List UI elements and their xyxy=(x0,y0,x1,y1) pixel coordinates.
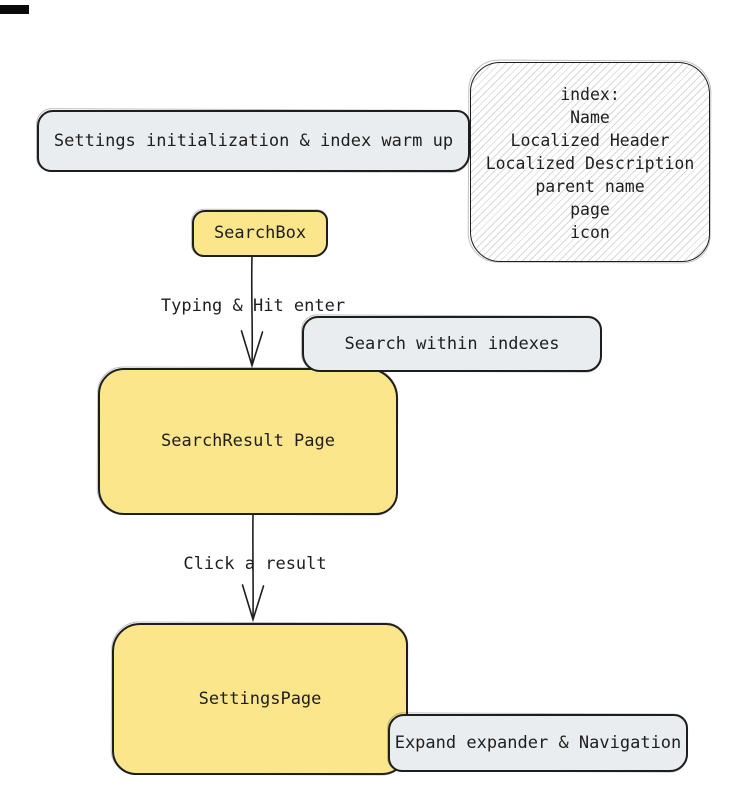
node-label: Search within indexes xyxy=(344,333,560,354)
screen-artifact-mark xyxy=(0,5,29,14)
edge-label-typing-hit-enter: Typing & Hit enter xyxy=(160,296,346,316)
index-note-line: page xyxy=(570,199,610,219)
arrow-typing-head xyxy=(240,330,264,369)
node-label: Expand expander & Navigation xyxy=(394,732,682,753)
node-label: SearchResult Page xyxy=(161,431,335,452)
index-note-line: parent name xyxy=(535,176,645,196)
node-searchresult-page: SearchResult Page xyxy=(98,368,398,515)
node-label: SearchBox xyxy=(213,223,307,244)
node-label: SettingsPage xyxy=(198,688,322,709)
node-label: Settings initialization & index warm up xyxy=(53,130,454,151)
arrow-click-head xyxy=(241,584,265,623)
node-index-fields-note: index: Name Localized Header Localized D… xyxy=(470,62,710,262)
node-settings-initialization: Settings initialization & index warm up xyxy=(37,110,470,172)
node-expand-expander-navigation: Expand expander & Navigation xyxy=(388,714,688,772)
index-note-line: Localized Header xyxy=(510,130,670,150)
index-note-line: Name xyxy=(570,107,610,127)
index-note-line: icon xyxy=(570,222,610,242)
index-note-line: index: xyxy=(560,84,620,104)
node-search-within-indexes: Search within indexes xyxy=(302,316,602,372)
node-settingspage: SettingsPage xyxy=(112,623,408,775)
index-note-line: Localized Description xyxy=(485,153,695,173)
node-searchbox: SearchBox xyxy=(192,210,328,257)
edge-label-click-a-result: Click a result xyxy=(183,554,327,574)
